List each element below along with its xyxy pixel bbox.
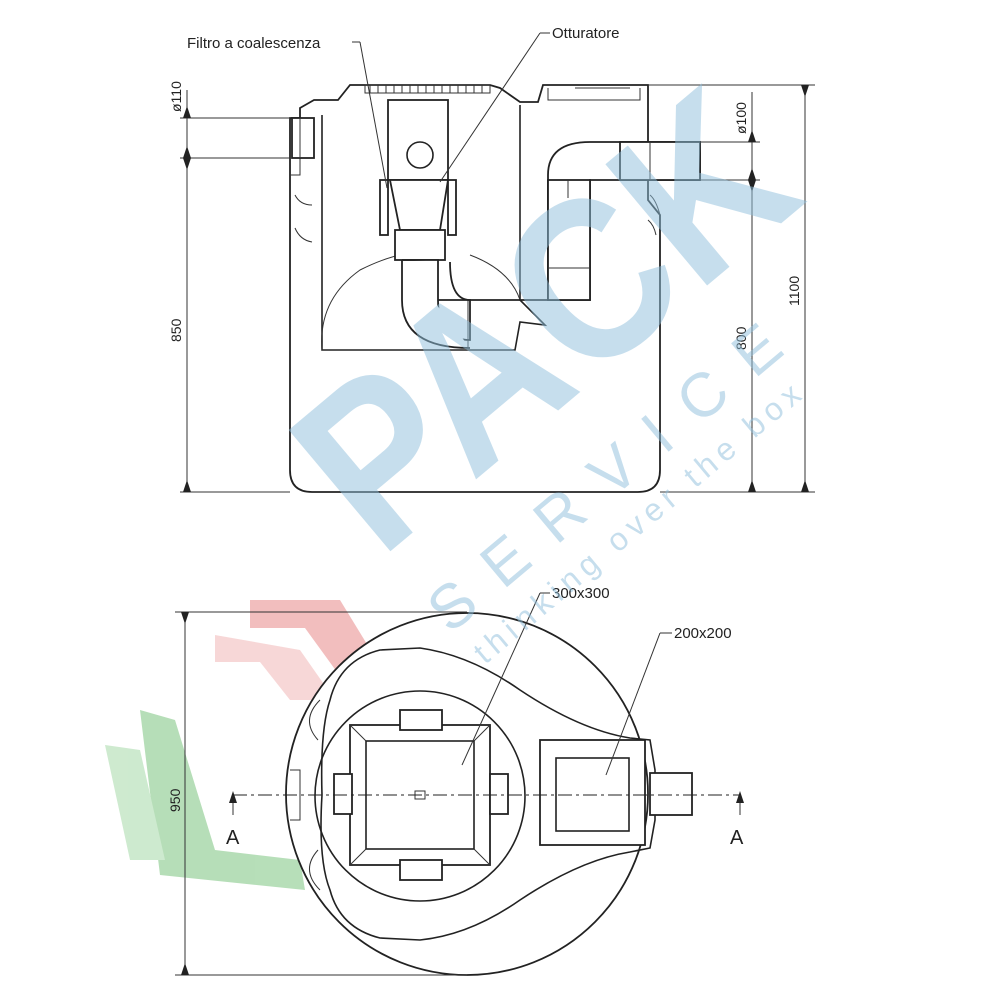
diameter-label: 950 <box>167 788 183 812</box>
top-plan-view: 300x300 200x200 950 A A <box>167 585 744 976</box>
outlet-diameter-label: ø100 <box>733 102 749 134</box>
shutter-label: Otturatore <box>552 25 620 42</box>
outlet-height-label: 800 <box>733 326 749 350</box>
total-height-label: 1100 <box>786 276 802 306</box>
coalescing-filter-unit <box>379 99 471 349</box>
inner-body-contour <box>320 647 656 941</box>
section-mark-left: A <box>226 827 240 849</box>
section-mark-right: A <box>730 827 744 849</box>
dimension-lines-side <box>180 84 815 493</box>
coalescing-filter-label: Filtro a coalescenza <box>187 35 321 52</box>
side-section-view: Filtro a coalescenza Otturatore ø110 850… <box>168 25 815 493</box>
inlet-pipe <box>291 117 315 159</box>
inlet-height-label: 850 <box>168 318 184 342</box>
filter-ring <box>314 690 526 902</box>
inlet-diameter-label: ø110 <box>168 81 184 112</box>
small-cover-label: 200x200 <box>674 625 732 642</box>
large-cover-label: 300x300 <box>552 585 610 602</box>
